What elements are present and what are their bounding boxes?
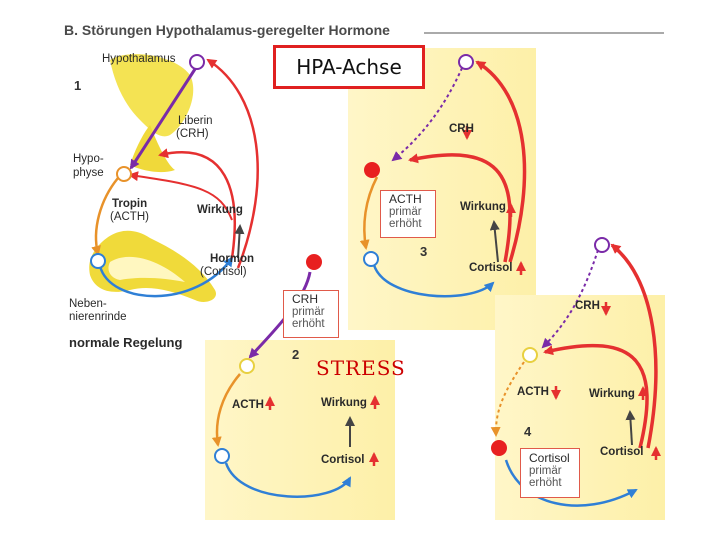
panel-3-hypothalamus-node [458, 54, 474, 70]
panel-4-cortisol-box-line-3: erhöht [529, 476, 562, 489]
panel-4-cortisol-label: Cortisol [600, 446, 644, 458]
nebennieren-label-1: Neben- [69, 298, 107, 310]
panel-2-background [205, 340, 395, 520]
figure-title: B. Störungen Hypothalamus-geregelter Hor… [64, 22, 390, 38]
panel-2-hypothalamus-node-active [306, 254, 322, 270]
panel-4-cortisol-box-line-1: Cortisol [529, 451, 570, 465]
panel-1-number: 1 [74, 78, 82, 93]
panel-2-crh-box-line-1: CRH [292, 292, 318, 306]
panel-1-wirkung-label: Wirkung [197, 204, 243, 216]
panel-1-hypothalamus-node [189, 54, 205, 70]
panel-4-crh-label: CRH [575, 300, 600, 312]
hypothalamus-illustration [110, 54, 194, 173]
stress-label: STRESS [316, 356, 406, 380]
panel-4-pituitary-node [522, 347, 538, 363]
panel-3-acth-box: ACTH primär erhöht [380, 190, 436, 238]
liberin-label: Liberin [178, 115, 213, 127]
acth-label: (ACTH) [110, 211, 149, 223]
panel-2-crh-box-line-2: primär [292, 305, 325, 318]
hormon-label: Hormon [210, 253, 255, 265]
panel-2-number: 2 [292, 347, 300, 362]
panel-2-crh-box-line-3: erhöht [292, 317, 325, 330]
crh-label: (CRH) [176, 128, 209, 140]
panel-4-hypothalamus-node [594, 237, 610, 253]
panel-4-acth-label: ACTH [517, 386, 549, 398]
panel-2-arrows [211, 271, 355, 498]
panel-3-wirkung-label: Wirkung [460, 201, 506, 213]
panel-2-pituitary-node [239, 358, 255, 374]
hypothalamus-label: Hypothalamus [102, 53, 176, 65]
panel-1-adrenal-node [90, 253, 106, 269]
panel-3-acth-box-line-2: primär [389, 205, 422, 218]
panel-3-pituitary-node-active [364, 162, 380, 178]
panel-3-adrenal-node [363, 251, 379, 267]
panel-3-number: 3 [420, 244, 428, 259]
hypophyse-label-2: physe [73, 167, 104, 179]
change-indicators [265, 126, 661, 466]
panel-3-crh-label: CRH [449, 123, 474, 135]
nebennieren-label-2: nierenrinde [69, 311, 127, 323]
panel-3-acth-box-line-1: ACTH [389, 192, 422, 206]
panel-2-wirkung-label: Wirkung [321, 397, 367, 409]
normal-regulation-caption: normale Regelung [69, 335, 183, 350]
panel-3-background [348, 48, 536, 330]
panel-3-acth-box-line-3: erhöht [389, 217, 422, 230]
panel-4-cortisol-box-line-2: primär [529, 464, 562, 477]
panel-3-arrows [359, 60, 527, 298]
tropin-label: Tropin [112, 198, 148, 210]
panel-1-pituitary-node [116, 166, 132, 182]
hypophyse-label-1: Hypo- [73, 153, 104, 165]
panel-4-number: 4 [524, 424, 532, 439]
panel-4-wirkung-label: Wirkung [589, 388, 635, 400]
panel-4-arrows [490, 243, 658, 507]
panel-4-cortisol-box: Cortisol primär erhöht [520, 448, 580, 498]
hpa-axis-label: HPA-Achse [273, 45, 425, 89]
adrenal-gland-illustration [89, 230, 216, 302]
panel-2-cortisol-label: Cortisol [321, 454, 365, 466]
panel-2-acth-label: ACTH [232, 399, 264, 411]
panel-3-cortisol-label: Cortisol [469, 262, 513, 274]
panel-1-arrows [91, 58, 259, 298]
panel-4-adrenal-node-active [491, 440, 507, 456]
panel-2-adrenal-node [214, 448, 230, 464]
cortisol-label: (Cortisol) [200, 266, 247, 278]
panel-2-crh-box: CRH primär erhöht [283, 290, 339, 338]
